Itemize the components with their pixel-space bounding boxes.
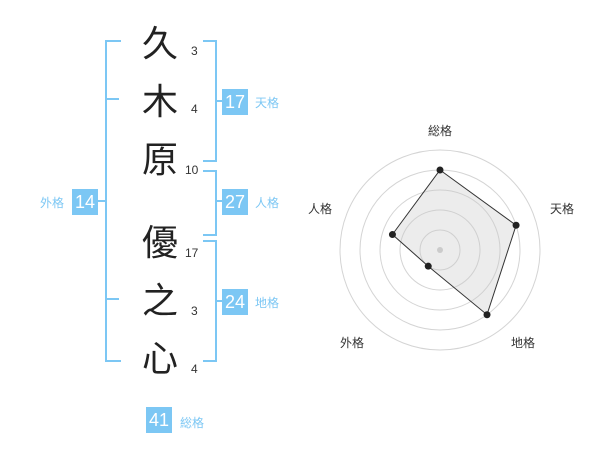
radar-ring-5 xyxy=(339,149,541,351)
tenkaku-bracket xyxy=(203,40,217,162)
radar-ring-3 xyxy=(379,189,501,311)
radar-axis-label-gaikaku: 外格 xyxy=(340,336,365,350)
gaikaku-badge: 14 xyxy=(72,189,99,215)
gaikaku-connector xyxy=(98,200,106,202)
gaikaku-bracket-tick-1 xyxy=(105,98,119,100)
jinkaku-bracket xyxy=(203,170,217,236)
stroke-count-5: 3 xyxy=(191,304,198,318)
radar-point-2 xyxy=(512,221,520,229)
radar-point-4 xyxy=(424,262,432,270)
gaikaku-bracket xyxy=(105,40,121,362)
jinkaku-badge: 27 xyxy=(222,189,249,215)
radar-axis-label-chikaku: 地格 xyxy=(511,336,536,350)
name-char-5: 之 xyxy=(141,281,178,322)
name-char-4: 優 xyxy=(141,223,178,264)
soukaku-label: 総格 xyxy=(180,416,205,430)
stroke-count-1: 3 xyxy=(191,44,198,58)
tenkaku-connector xyxy=(216,100,222,102)
chikaku-badge: 24 xyxy=(222,289,249,315)
name-char-2: 木 xyxy=(141,82,178,123)
radar-axis-label-soukaku: 総格 xyxy=(428,124,453,138)
radar-axis-label-jinkaku: 人格 xyxy=(308,202,333,216)
chikaku-label: 地格 xyxy=(255,296,280,310)
chikaku-connector xyxy=(216,300,222,302)
stroke-count-3: 10 xyxy=(185,163,199,177)
gaikaku-label: 外格 xyxy=(40,196,65,210)
gaikaku-bracket-tick-2 xyxy=(105,298,119,300)
chikaku-bracket xyxy=(203,240,217,362)
radar-center xyxy=(437,247,443,253)
radar-point-5 xyxy=(388,231,396,239)
radar-ring-1 xyxy=(419,229,461,271)
radar-ring-2 xyxy=(399,209,481,291)
tenkaku-label: 天格 xyxy=(255,96,280,110)
stroke-count-6: 4 xyxy=(191,362,198,376)
name-char-1: 久 xyxy=(141,24,178,65)
stroke-count-2: 4 xyxy=(191,102,198,116)
jinkaku-connector xyxy=(216,200,222,202)
name-char-6: 心 xyxy=(141,339,178,380)
radar-point-3 xyxy=(483,311,491,319)
radar-axis-label-tenkaku: 天格 xyxy=(550,202,575,216)
tenkaku-badge: 17 xyxy=(222,89,249,115)
soukaku-badge: 41 xyxy=(146,407,173,433)
jinkaku-label: 人格 xyxy=(255,196,280,210)
radar-point-1 xyxy=(436,166,444,174)
name-char-3: 原 xyxy=(141,140,178,181)
stroke-count-4: 17 xyxy=(185,246,199,260)
radar-series-polygon xyxy=(391,169,517,316)
radar-chart xyxy=(339,149,541,351)
